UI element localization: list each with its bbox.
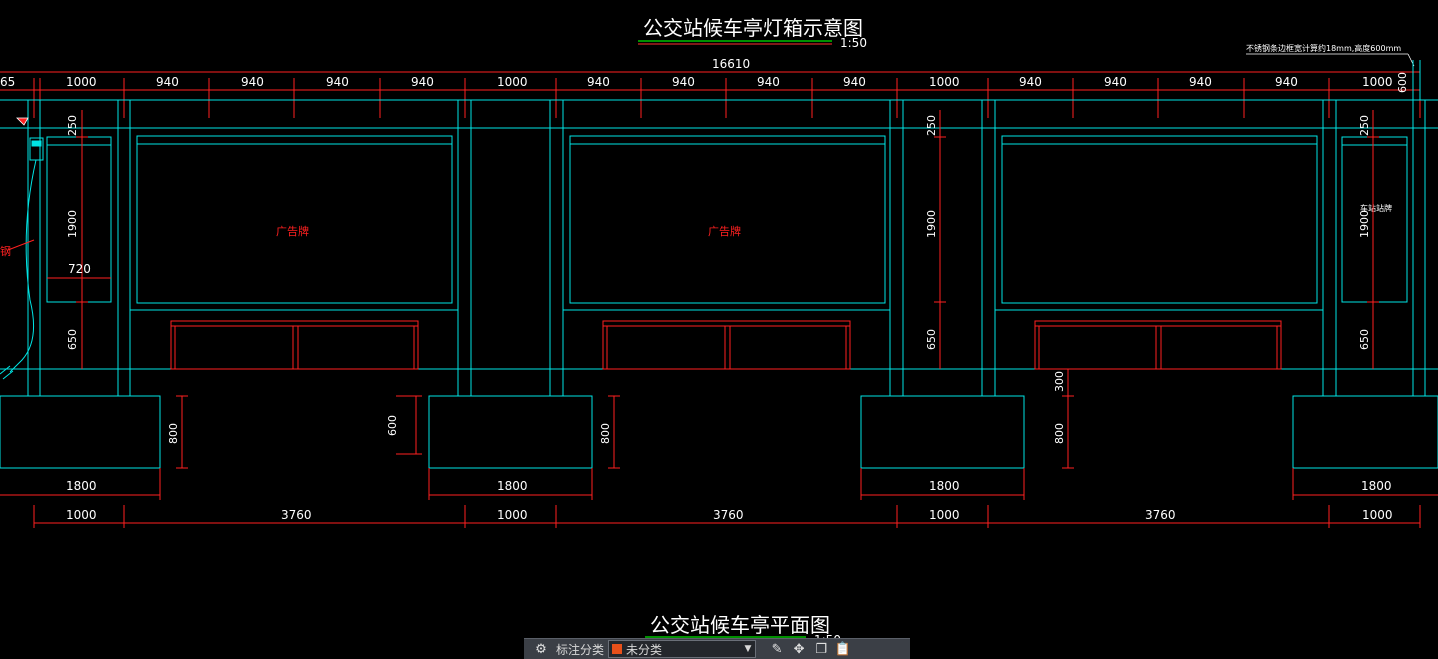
bottom-dimension-chain (33, 505, 1421, 528)
top-note: 不锈钢条边框宽计算约18mm,高度600mm (1246, 43, 1401, 53)
base-width-1: 1800 (66, 479, 97, 493)
category-select[interactable]: 未分类 ▼ (608, 640, 757, 658)
base-width-dims (0, 468, 1438, 500)
dim-720: 720 (68, 262, 91, 276)
total-width-dim: 16610 (712, 57, 750, 71)
dim-300: 300 (1053, 371, 1066, 392)
top-dimension-chain (0, 71, 1420, 91)
svg-text:940: 940 (672, 75, 695, 89)
svg-text:1000: 1000 (497, 75, 528, 89)
base-width-2: 1800 (497, 479, 528, 493)
category-color-swatch (612, 644, 623, 654)
left-narrow-panel (46, 136, 112, 303)
svg-text:1000: 1000 (66, 75, 97, 89)
edit-icon[interactable]: ✎ (771, 641, 783, 657)
svg-text:1000: 1000 (66, 508, 97, 522)
svg-text:940: 940 (326, 75, 349, 89)
svg-text:940: 940 (1019, 75, 1042, 89)
svg-text:940: 940 (1104, 75, 1127, 89)
ad-label-1: 广告牌 (276, 224, 309, 238)
svg-text:940: 940 (1275, 75, 1298, 89)
svg-text:940: 940 (156, 75, 179, 89)
dim-1900-mid: 1900 (925, 210, 938, 238)
svg-text:940: 940 (241, 75, 264, 89)
svg-text:940: 940 (1189, 75, 1212, 89)
dim-650-right: 650 (1358, 329, 1371, 350)
bench-1 (170, 320, 419, 370)
copy-icon[interactable]: ❐ (815, 641, 827, 657)
svg-text:1000: 1000 (1362, 75, 1393, 89)
svg-text:3760: 3760 (281, 508, 312, 522)
svg-text:65: 65 (0, 75, 15, 89)
left-hatching (0, 365, 14, 380)
lamp-device (9, 137, 44, 373)
base-width-3: 1800 (929, 479, 960, 493)
paste-icon[interactable]: 📋 (834, 641, 852, 657)
svg-text:1000: 1000 (1362, 508, 1393, 522)
elevation-title: 公交站候车亭灯箱示意图 (643, 16, 863, 40)
svg-text:940: 940 (411, 75, 434, 89)
svg-text:940: 940 (843, 75, 866, 89)
left-edge-leader (7, 239, 35, 251)
category-selected: 未分类 (626, 642, 663, 657)
ad-box-1 (136, 135, 453, 304)
left-edge-label: 钢 (0, 245, 11, 258)
dim-1900-left: 1900 (66, 210, 79, 238)
dim-250-mid: 250 (925, 115, 938, 136)
filter-icon[interactable]: ⚙ (535, 641, 547, 657)
dim-250-left: 250 (66, 115, 79, 136)
svg-text:1000: 1000 (929, 75, 960, 89)
svg-text:1000: 1000 (929, 508, 960, 522)
svg-text:940: 940 (757, 75, 780, 89)
ad-box-3 (1001, 135, 1318, 304)
category-label: 标注分类 (556, 642, 605, 657)
move-icon[interactable]: ✥ (793, 641, 805, 657)
svg-text:3760: 3760 (1145, 508, 1176, 522)
dim-800-a: 800 (167, 423, 180, 444)
dim-800-b: 800 (599, 423, 612, 444)
dim-600-pedestal: 600 (386, 415, 399, 436)
base-blocks (0, 395, 1438, 469)
camera-icon (16, 117, 29, 126)
bottom-dim-labels: 1000 3760 1000 3760 1000 3760 1000 (66, 508, 1393, 522)
dim-800-c: 800 (1053, 423, 1066, 444)
bench-2 (602, 320, 851, 370)
svg-text:940: 940 (587, 75, 610, 89)
annotation-toolbar: ⚙ 标注分类 未分类 ▼ ✎ ✥ ❐ 📋 (524, 638, 910, 659)
dim-650-left: 650 (66, 329, 79, 350)
vertical-dim-lines (47, 110, 1379, 469)
ad-box-2 (569, 135, 886, 304)
chevron-down-icon[interactable]: ▼ (744, 644, 752, 654)
base-width-4: 1800 (1361, 479, 1392, 493)
top-dim-labels: 65 1000 940 940 940 940 1000 940 940 940… (0, 75, 1393, 89)
svg-text:1000: 1000 (497, 508, 528, 522)
right-narrow-panel (1341, 136, 1408, 303)
svg-text:3760: 3760 (713, 508, 744, 522)
dim-650-mid: 650 (925, 329, 938, 350)
right-panel-label: 车站站牌 (1360, 203, 1392, 213)
ad-label-2: 广告牌 (708, 224, 741, 238)
bench-3 (1034, 320, 1282, 370)
top-right-height-dim: 600 (1396, 72, 1409, 93)
dim-1900-right: 1900 (1358, 210, 1371, 238)
dim-250-right: 250 (1358, 115, 1371, 136)
plan-title: 公交站候车亭平面图 (650, 613, 830, 637)
elevation-scale: 1:50 (840, 36, 867, 50)
